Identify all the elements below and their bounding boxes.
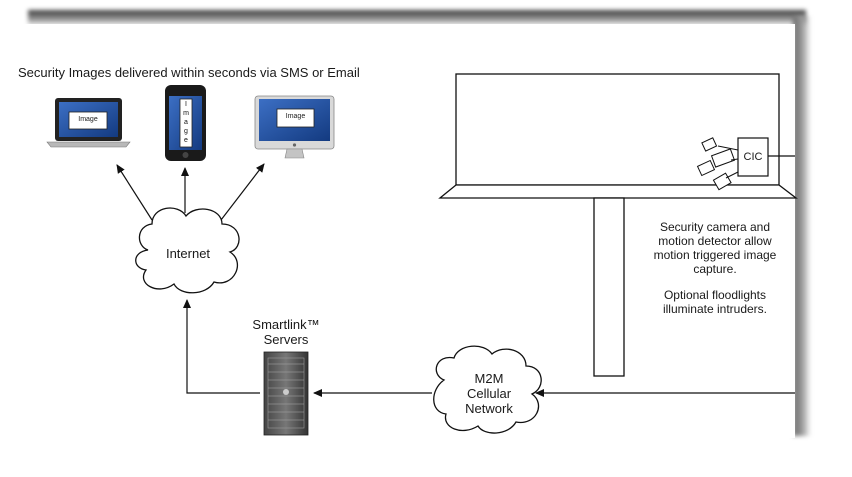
phone-letter: I [185,101,187,108]
paper-shadow-right [793,16,811,436]
camera-note-line4: capture. [693,262,737,276]
internet-label: Internet [165,246,211,261]
phone-screen-label: I m a g e [180,100,192,145]
phone-letter: g [184,128,188,135]
m2m-label: M2M Cellular Network [444,371,534,416]
paper-shadow-top [28,10,806,26]
desktop-screen-label: Image [285,113,306,120]
smartphone-icon [165,85,206,161]
m2m-label-line3: Network [465,401,513,416]
phone-letter: e [184,137,188,144]
m2m-label-line2: Cellular [466,386,512,401]
floodlight-note: Optional floodlights illuminate intruder… [640,288,790,316]
camera-note-line2: motion detector allow [658,234,772,248]
phone-letter: a [184,119,188,126]
billboard-catwalk [438,184,798,199]
laptop-screen-label: Image [78,116,98,123]
servers-label-line1: Smartlink™ [252,317,320,332]
floodlight-note-line1: Optional floodlights [663,288,767,302]
servers-label: Smartlink™ Servers [238,317,334,347]
m2m-cloud-shape [433,345,542,434]
camera-note-line1: Security camera and [659,220,771,234]
m2m-label-line1: M2M [474,371,504,386]
arrow-servers-to-internet [183,299,260,394]
servers-label-line2: Servers [263,332,309,347]
internet-cloud-shape [135,207,240,294]
cic-label: CIC [743,151,763,163]
desktop-monitor-icon [254,95,335,159]
camera-cluster-icon [696,137,739,191]
arrow-internet-to-desktop [220,163,265,221]
billboard-pole [593,197,625,377]
arrow-internet-to-laptop [116,164,153,221]
server-tower-icon [263,351,309,436]
camera-note: Security camera and motion detector allo… [640,220,790,276]
camera-note-line3: motion triggered image [653,248,777,262]
floodlight-note-line2: illuminate intruders. [662,302,768,316]
caption-text: Security Images delivered within seconds… [18,65,360,80]
laptop-icon [46,98,131,148]
phone-letter: m [183,110,189,117]
billboard-panel [455,73,780,186]
cic-box [737,137,769,177]
